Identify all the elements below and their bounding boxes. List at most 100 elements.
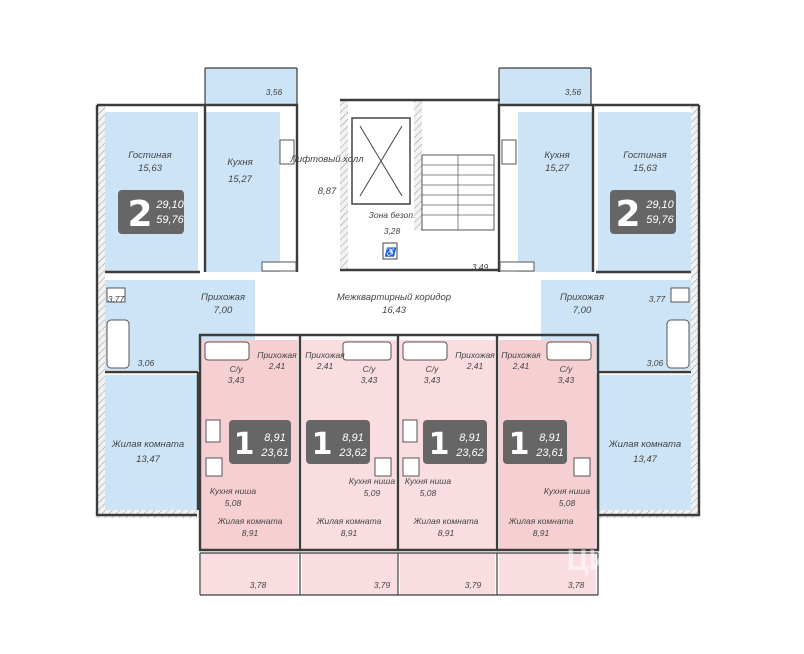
studio-3-kitchen-area: 5,08 — [420, 488, 437, 498]
balcony-left-area: 3,56 — [266, 87, 283, 97]
studio-2-balcony-area: 3,79 — [374, 580, 391, 590]
studio-1-balcony — [201, 553, 298, 595]
apartment-right-2room[interactable]: Гостиная 15,63 Кухня 15,27 3,56 Прихожая… — [497, 67, 701, 518]
balcony-right-area: 3,56 — [565, 87, 582, 97]
hall-left-name: Прихожая — [201, 292, 245, 303]
studio-2-balcony — [302, 553, 397, 595]
studio-3-room-area: 8,91 — [438, 528, 455, 538]
core-wall-mid — [414, 100, 422, 230]
badge-left-2room: 2 29,10 59,76 — [118, 190, 185, 235]
lift-hall-name: Лифтовый холл — [289, 154, 364, 165]
studio-1-balcony-area: 3,78 — [250, 580, 267, 590]
stove-left — [279, 139, 295, 165]
studio-4-balcony — [499, 553, 596, 595]
studio-4-room-name: Жилая комната — [508, 516, 574, 526]
badge-left-rooms: 2 — [127, 194, 152, 235]
apartment-left-2room[interactable]: Гостиная 15,63 Кухня 15,27 3,56 Прихожая… — [95, 67, 299, 518]
studio-4[interactable]: Прихожая 2,41 С/у 3,43 Кухня ниша 5,08 Ж… — [497, 333, 600, 595]
corridor-name: Межквартирный коридор — [337, 292, 451, 303]
lift-hall-area: 8,87 — [318, 186, 337, 197]
svg-text:1: 1 — [234, 427, 255, 462]
balcony-left — [205, 68, 297, 106]
corridor-area: 16,43 — [382, 305, 406, 316]
studio-2[interactable]: Прихожая 2,41 С/у 3,43 Кухня ниша 5,09 Ж… — [300, 333, 400, 595]
kitchen-sink-right — [499, 261, 535, 272]
bath-left-2-area: 3,06 — [138, 358, 155, 368]
studio-2-bath-area: 3,43 — [361, 375, 378, 385]
badge-right-rooms: 2 — [615, 194, 640, 235]
badge-studio-3: 1 8,91 23,62 — [423, 420, 487, 464]
bathtub-left — [106, 319, 130, 369]
studio-1-hall-name: Прихожая — [257, 350, 297, 360]
stair-area: 3,49 — [472, 262, 489, 272]
kitchen-right-area: 15,27 — [545, 163, 569, 174]
studio-2-kitchen-name: Кухня ниша — [349, 476, 395, 486]
studio-1-kitchen-area: 5,08 — [225, 498, 242, 508]
hall-left-area: 7,00 — [214, 305, 233, 316]
bedroom-right — [598, 375, 691, 510]
kitchen-sink-left — [261, 261, 297, 272]
studio-2-bath-name: С/у — [363, 364, 377, 374]
studio-3-balcony — [400, 553, 495, 595]
studio-4-hall-area: 2,41 — [512, 361, 530, 371]
svg-text:23,61: 23,61 — [260, 447, 289, 459]
balcony-frame — [199, 552, 599, 596]
balcony-left-walls — [204, 67, 298, 105]
bedroom-right-area: 13,47 — [633, 454, 657, 465]
safe-zone-name: Зона безоп. — [369, 210, 416, 220]
badge-right-living: 29,10 — [645, 199, 674, 211]
studio-3-room-name: Жилая комната — [413, 516, 479, 526]
watermark: ЦИАН ID — [567, 544, 654, 591]
bath-right-1-area: 3,77 — [649, 294, 666, 304]
studio-4-kitchen-area: 5,08 — [559, 498, 576, 508]
staircase — [421, 154, 495, 231]
outer-wall-right — [691, 105, 699, 515]
kitchen-left-area: 15,27 — [228, 174, 252, 185]
studio-2-kitchen-area: 5,09 — [364, 488, 381, 498]
studio-3-bath-name: С/у — [426, 364, 440, 374]
badge-left-living: 29,10 — [155, 199, 184, 211]
sink-left-1 — [106, 287, 126, 303]
studio-2-room-name: Жилая комната — [316, 516, 382, 526]
living-room-right-area: 15,63 — [633, 163, 657, 174]
studio-3-hall-name: Прихожая — [455, 350, 495, 360]
living-room-left-area: 15,63 — [138, 163, 162, 174]
watermark-text: ЦИАН — [567, 544, 654, 577]
kitchen-right-name: Кухня — [544, 150, 569, 161]
building-core: ♿ Лифтовый холл 8,87 Зона безоп. 3,28 3,… — [289, 98, 500, 316]
badge-studio-4: 1 8,91 23,61 — [503, 420, 567, 464]
bath-left-1-area: 3,77 — [108, 294, 125, 304]
kitchen-left — [205, 112, 280, 272]
studio-4-room-area: 8,91 — [533, 528, 550, 538]
studio-3-balcony-area: 3,79 — [465, 580, 482, 590]
svg-text:8,91: 8,91 — [459, 432, 480, 444]
outer-wall-left — [97, 105, 105, 515]
studio-1[interactable]: Прихожая 2,41 С/у 3,43 Кухня ниша 5,08 Ж… — [198, 333, 302, 595]
svg-text:1: 1 — [509, 427, 530, 462]
studio-3-hall-area: 2,41 — [466, 361, 484, 371]
studio-1-kitchen-name: Кухня ниша — [210, 486, 256, 496]
studio-3-kitchen-name: Кухня ниша — [405, 476, 451, 486]
hall-right-name: Прихожая — [560, 292, 604, 303]
svg-text:23,62: 23,62 — [338, 447, 367, 459]
core-wall-left — [340, 100, 348, 270]
studio-3-bath-area: 3,43 — [424, 375, 441, 385]
studio-4-balcony-area: 3,78 — [568, 580, 585, 590]
badge-left-total: 59,76 — [156, 214, 184, 226]
svg-text:23,62: 23,62 — [455, 447, 484, 459]
studio-1-hall-area: 2,41 — [268, 361, 286, 371]
svg-text:8,91: 8,91 — [264, 432, 285, 444]
kitchen-right — [518, 112, 593, 272]
svg-text:1: 1 — [429, 427, 450, 462]
living-room-right-name: Гостиная — [623, 150, 666, 161]
svg-text:8,91: 8,91 — [539, 432, 560, 444]
studio-3[interactable]: Прихожая 2,41 С/у 3,43 Кухня ниша 5,08 Ж… — [398, 333, 499, 595]
bath-right-2-area: 3,06 — [647, 358, 664, 368]
svg-text:8,91: 8,91 — [342, 432, 363, 444]
kitchen-left-name: Кухня — [227, 157, 252, 168]
studio-1-room-name: Жилая комната — [217, 516, 283, 526]
accessibility-icon — [382, 242, 398, 260]
studio-2-room-area: 8,91 — [341, 528, 358, 538]
hall-right-area: 7,00 — [573, 305, 592, 316]
